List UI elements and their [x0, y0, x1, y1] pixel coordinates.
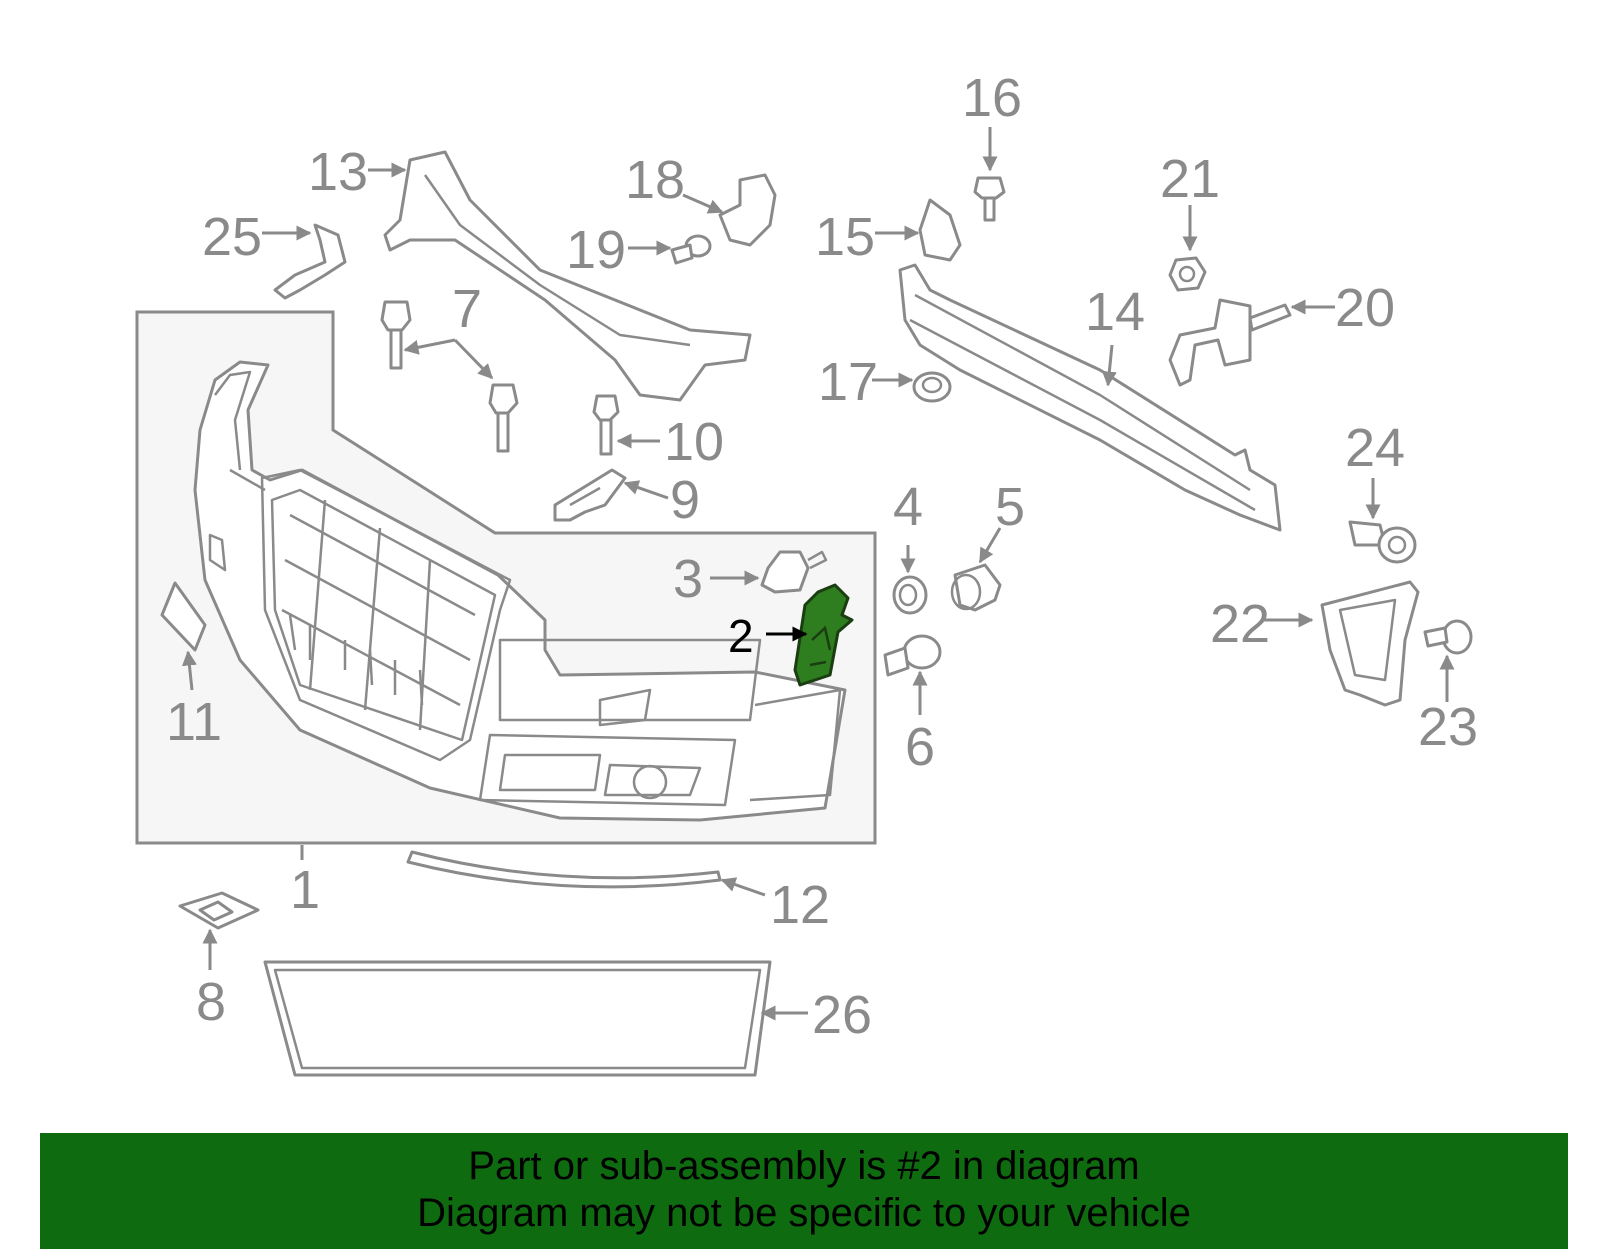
callout-20: 20: [1335, 278, 1395, 338]
part-16-bolt: [973, 176, 1006, 222]
part-24-clip: [1348, 520, 1417, 564]
part-9-bracket: [553, 468, 627, 522]
part-10-bolt: [592, 394, 620, 456]
part-14-reinforcement: [898, 263, 1282, 532]
part-17-nut: [912, 371, 952, 403]
callout-6: 6: [905, 717, 935, 777]
callout-15: 15: [815, 207, 875, 267]
part-23-screw: [1423, 619, 1473, 655]
part-15-bracket: [918, 198, 962, 262]
callout-5: 5: [995, 477, 1025, 537]
callout-14: 14: [1085, 282, 1145, 342]
highlighted-part-2: [793, 583, 854, 687]
callout-22: 22: [1210, 594, 1270, 654]
part-5-nut: [950, 563, 1002, 612]
callout-9: 9: [670, 470, 700, 530]
callout-3: 3: [673, 549, 703, 609]
callout-1: 1: [290, 860, 320, 920]
part-3-clip: [760, 550, 828, 594]
callout-2: 2: [728, 610, 754, 662]
callout-11: 11: [166, 692, 222, 752]
callout-10: 10: [664, 412, 724, 472]
callout-25: 25: [202, 207, 262, 267]
info-banner: Part or sub-assembly is #2 in diagram Di…: [40, 1133, 1568, 1249]
part-12-trim: [406, 850, 722, 889]
bumper-cover: [193, 360, 847, 822]
callout-13: 13: [308, 142, 368, 202]
callout-18: 18: [625, 150, 685, 210]
part-19-screw: [670, 234, 712, 265]
part-21-nut: [1168, 256, 1207, 292]
part-11-cover: [160, 581, 207, 652]
callout-17: 17: [818, 352, 878, 412]
part-20-mount: [1168, 298, 1292, 387]
part-22-bracket: [1320, 580, 1420, 707]
banner-line-2: Diagram may not be specific to your vehi…: [417, 1191, 1191, 1235]
callout-12: 12: [770, 875, 830, 935]
callout-labels: 1 2 3 4 5 6 7 8 9 10 11 12 13 14 15 16 1…: [166, 68, 1478, 1045]
part-4-grommet: [892, 575, 928, 615]
callout-26: 26: [812, 985, 872, 1045]
part-6-stud: [883, 634, 942, 677]
leader-lines: [181, 127, 1455, 1021]
callout-16: 16: [962, 68, 1022, 128]
part-25-bracket: [273, 223, 347, 300]
part-13-absorber: [383, 150, 752, 402]
part-7-bolts: [380, 300, 519, 453]
callout-19: 19: [566, 220, 626, 280]
part-26-panel: [263, 960, 772, 1077]
callout-8: 8: [196, 972, 226, 1032]
banner-line-1: Part or sub-assembly is #2 in diagram: [468, 1144, 1140, 1188]
callout-21: 21: [1160, 149, 1220, 209]
callout-7: 7: [452, 279, 482, 339]
callout-4: 4: [893, 477, 923, 537]
callout-24: 24: [1345, 418, 1405, 478]
part-8-clip-nut: [178, 891, 260, 930]
part-18-bracket: [718, 173, 777, 247]
callout-23: 23: [1418, 697, 1478, 757]
